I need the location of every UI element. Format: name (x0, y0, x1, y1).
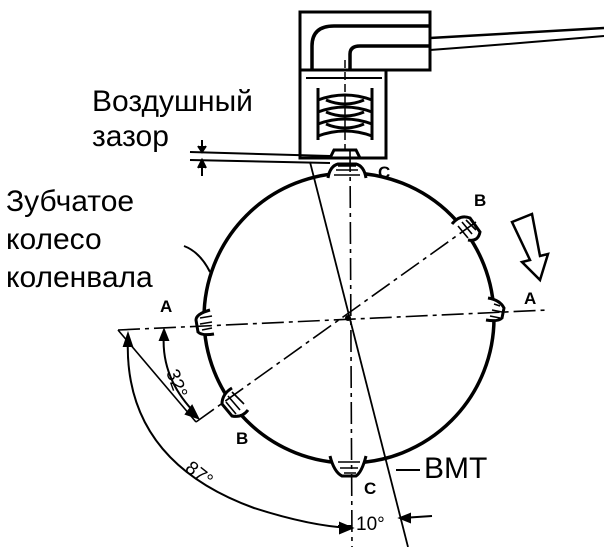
tooth-a-right (485, 296, 506, 323)
mark-c-bottom: C (364, 479, 376, 498)
sensor-tip (328, 148, 362, 159)
sensor-cable-2 (429, 35, 604, 51)
label-air-gap-1: Воздушный (92, 85, 253, 118)
angle-32: 32° (161, 367, 191, 401)
tooth-b-bottom-left (220, 386, 250, 418)
label-bmt: ВМТ (424, 452, 487, 485)
arc-32 (162, 331, 197, 415)
axis-c-vertical (349, 149, 353, 548)
angle-10: 10° (356, 514, 385, 535)
wheel-teeth (194, 162, 506, 478)
sensor-plug (310, 24, 430, 70)
label-air-gap-2: зазор (92, 120, 169, 153)
axis-b (195, 221, 477, 423)
sensor-cable (429, 26, 604, 40)
label-wheel-3: коленвала (6, 261, 153, 294)
axis-a (117, 309, 549, 331)
tooth-c-bottom (328, 455, 368, 478)
rotation-arrow (510, 212, 550, 283)
mark-c-top: C (378, 163, 390, 182)
label-wheel-1: Зубчатое (6, 185, 134, 218)
wheel-center (345, 315, 351, 321)
toothed-wheel (117, 149, 549, 548)
sensor (298, 10, 604, 160)
angle-87: 87° (181, 457, 217, 491)
label-wheel-2: колесо (6, 223, 102, 256)
mark-b-top-right: B (474, 191, 486, 210)
mark-a-right: A (524, 289, 536, 308)
angle-arcs (122, 327, 433, 535)
mark-b-bottom-left: B (236, 429, 248, 448)
axis-tdc (309, 161, 409, 548)
mark-a-left: A (160, 297, 172, 316)
sensor-connector-box (298, 10, 432, 72)
air-gap-indicator (189, 140, 331, 176)
arc-87 (126, 335, 351, 529)
wheel-label-leader (183, 245, 211, 273)
sensor-coil (316, 60, 374, 150)
sensor-body (298, 68, 388, 160)
